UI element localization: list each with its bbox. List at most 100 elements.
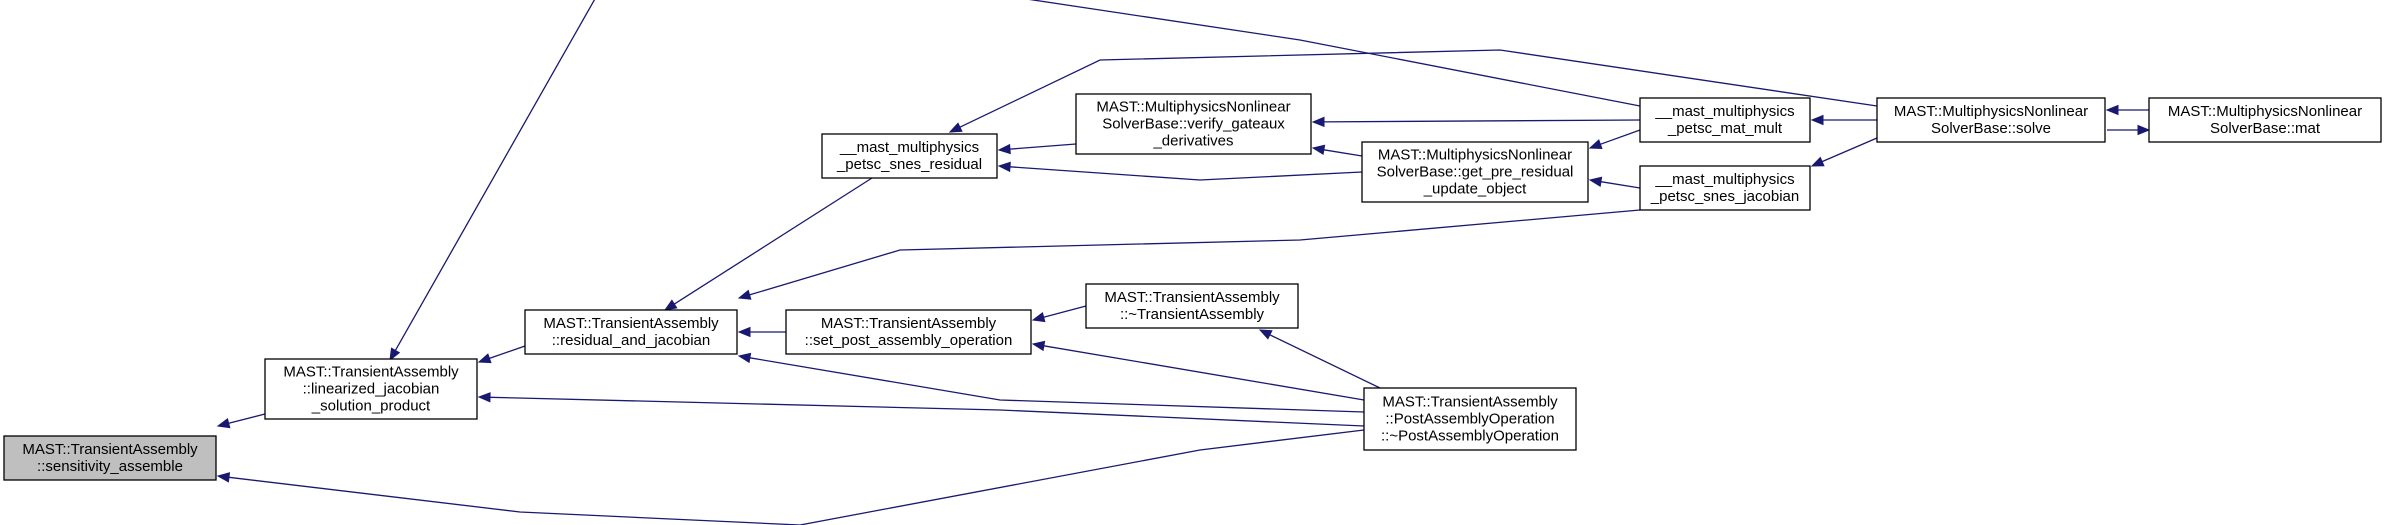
node-box <box>1361 141 1589 203</box>
node-box <box>1085 283 1299 329</box>
node-sensitivity_assemble[interactable]: MAST::TransientAssembly::sensitivity_ass… <box>3 435 217 481</box>
edge-solve-to-snes_residual <box>948 49 1878 133</box>
node-box <box>1075 93 1312 155</box>
edge-residual_and_jacobian-to-linearized_jacobian <box>477 345 526 364</box>
node-label-line: _derivatives <box>1152 133 1233 150</box>
arrowhead <box>1258 329 1273 340</box>
node-label-line: SolverBase::mat <box>2210 120 2321 137</box>
node-label-line: MAST::TransientAssembly <box>283 364 459 381</box>
edge-snes_jacobian-to-get_pre_residual <box>1588 176 1641 189</box>
node-box <box>2148 97 2382 143</box>
node-box <box>1363 387 1577 451</box>
arrowhead <box>663 299 678 311</box>
arrowhead <box>948 122 963 133</box>
node-box <box>1639 165 1811 211</box>
node-label-line: SolverBase::solve <box>1931 120 2051 137</box>
node-label-line: MAST::MultiphysicsNonlinear <box>2168 103 2362 120</box>
node-label-line: __mast_multiphysics <box>1654 103 1794 120</box>
edge-set_post_assembly-to-residual_and_jacobian <box>737 326 786 338</box>
arrowhead <box>1031 340 1046 352</box>
arrowhead <box>477 353 492 364</box>
node-label-line: SolverBase::verify_gateaux <box>1102 116 1285 133</box>
node-label-line: MAST::TransientAssembly <box>1382 394 1558 411</box>
node-label-line: MAST::TransientAssembly <box>821 315 997 332</box>
node-destructor_transient[interactable]: MAST::TransientAssembly::~TransientAssem… <box>1085 283 1299 329</box>
edge-petsc_mat_mult-to-verify_gateaux <box>1311 116 1641 128</box>
edge-solve-to-petsc_mat_mult <box>1810 114 1877 126</box>
node-label-line: ::residual_and_jacobian <box>552 332 710 349</box>
node-label-line: SolverBase::get_pre_residual <box>1377 164 1574 181</box>
node-label-line: ::PostAssemblyOperation <box>1385 411 1554 428</box>
edge-post_assembly_op-to-sensitivity_assemble <box>216 429 1365 525</box>
node-label-line: _update_object <box>1423 181 1527 198</box>
arrowhead <box>216 418 231 429</box>
node-label-line: ::~TransientAssembly <box>1120 306 1265 323</box>
node-box <box>1876 97 2106 143</box>
node-post_assembly_op[interactable]: MAST::TransientAssembly::PostAssemblyOpe… <box>1363 387 1577 451</box>
arrowhead <box>997 143 1011 155</box>
edge-petsc_mat_mult-to-get_pre_residual <box>1588 129 1641 150</box>
edges-layer <box>216 0 2151 525</box>
node-set_post_assembly[interactable]: MAST::TransientAssembly::set_post_assemb… <box>785 309 1032 355</box>
edge-get_pre_residual-to-snes_residual <box>997 161 1363 181</box>
node-label-line: ::set_post_assembly_operation <box>805 332 1013 349</box>
arrowhead <box>737 289 752 300</box>
edge-linearized_jacobian-to-sensitivity_assemble <box>216 413 266 429</box>
node-box <box>785 309 1032 355</box>
node-label-line: MAST::MultiphysicsNonlinear <box>1096 99 1290 116</box>
edge-destructor_transient-to-set_post_assembly <box>1031 305 1087 323</box>
arrowhead <box>1810 114 1824 126</box>
node-label-line: MAST::TransientAssembly <box>543 315 719 332</box>
arrowhead <box>1311 144 1326 156</box>
node-label-line: _solution_product <box>311 398 431 415</box>
arrowhead <box>1311 116 1325 128</box>
edge-post_assembly_op-to-destructor_transient <box>1258 329 1381 389</box>
arrowhead <box>2137 124 2151 136</box>
edge-post_assembly_op-to-set_post_assembly <box>1031 340 1365 401</box>
node-label-line: ::linearized_jacobian <box>303 381 440 398</box>
edge-mat-to-solve <box>2105 104 2149 116</box>
arrowhead <box>2105 104 2119 116</box>
edge-post_assembly_op-to-linearized_jacobian <box>477 392 1365 427</box>
arrowhead <box>216 472 231 483</box>
node-label-line: _petsc_snes_jacobian <box>1650 188 1799 205</box>
nodes-layer: MAST::TransientAssembly::sensitivity_ass… <box>3 93 2382 481</box>
arrowhead <box>477 392 491 403</box>
node-mat[interactable]: MAST::MultiphysicsNonlinearSolverBase::m… <box>2148 97 2382 143</box>
node-label-line: MAST::MultiphysicsNonlinear <box>1894 103 2088 120</box>
node-get_pre_residual[interactable]: MAST::MultiphysicsNonlinearSolverBase::g… <box>1361 141 1589 203</box>
node-label-line: MAST::TransientAssembly <box>1104 289 1280 306</box>
node-label-line: _petsc_snes_residual <box>836 156 982 173</box>
node-box <box>264 358 478 420</box>
edge-post_assembly_op-to-residual_and_jacobian <box>737 352 1365 413</box>
node-verify_gateaux[interactable]: MAST::MultiphysicsNonlinearSolverBase::v… <box>1075 93 1312 155</box>
node-label-line: _petsc_mat_mult <box>1667 120 1783 137</box>
arrowhead <box>1031 311 1046 323</box>
node-snes_jacobian[interactable]: __mast_multiphysics_petsc_snes_jacobian <box>1639 165 1811 211</box>
arrowhead <box>997 161 1011 173</box>
arrowhead <box>1810 156 1825 167</box>
edge-verify_gateaux-to-snes_residual <box>997 143 1077 155</box>
node-label-line: MAST::MultiphysicsNonlinear <box>1378 147 1572 164</box>
node-solve[interactable]: MAST::MultiphysicsNonlinearSolverBase::s… <box>1876 97 2106 143</box>
node-label-line: ::sensitivity_assemble <box>37 458 183 475</box>
node-label-line: __mast_multiphysics <box>839 139 979 156</box>
arrowhead <box>1588 139 1603 150</box>
edge-snes_jacobian-to-residual_and_jacobian <box>737 209 1641 300</box>
node-petsc_mat_mult[interactable]: __mast_multiphysics_petsc_mat_mult <box>1639 97 1811 143</box>
node-label-line: MAST::TransientAssembly <box>22 441 198 458</box>
edge-get_pre_residual-to-verify_gateaux <box>1311 144 1363 157</box>
node-box <box>3 435 217 481</box>
edge-snes_residual-to-residual_and_jacobian <box>663 177 873 311</box>
arrowhead <box>1588 176 1603 188</box>
node-snes_residual[interactable]: __mast_multiphysics_petsc_snes_residual <box>821 133 998 179</box>
node-box <box>1639 97 1811 143</box>
node-box <box>524 309 738 355</box>
arrowhead <box>737 326 751 338</box>
node-linearized_jacobian[interactable]: MAST::TransientAssembly::linearized_jaco… <box>264 358 478 420</box>
node-label-line: __mast_multiphysics <box>1654 171 1794 188</box>
arrowhead <box>737 352 752 364</box>
node-residual_and_jacobian[interactable]: MAST::TransientAssembly::residual_and_ja… <box>524 309 738 355</box>
arrowhead <box>389 347 401 362</box>
